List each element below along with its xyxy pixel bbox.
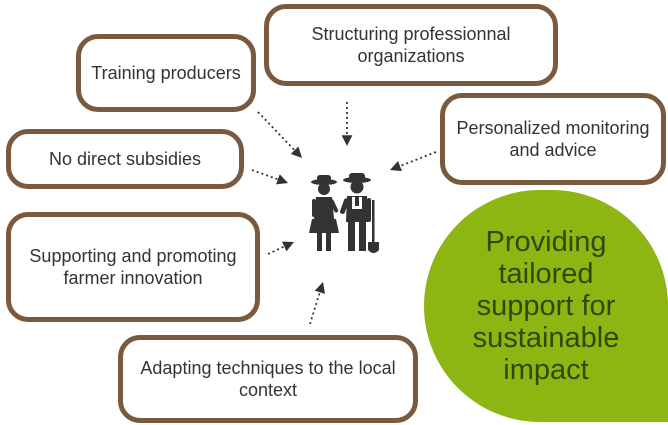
central-message-blob: Providing tailored support for sustainab… — [424, 190, 668, 422]
arrow-innovation — [267, 241, 295, 255]
arrow-training — [257, 111, 303, 159]
arrow-adapting — [309, 281, 325, 325]
personalized-monitoring-box: Personalized monitoring and advice — [440, 93, 666, 185]
training-producers-label: Training producers — [91, 63, 241, 83]
central-message-text: Providing tailored support for sustainab… — [472, 226, 620, 386]
no-direct-subsidies-box: No direct subsidies — [6, 129, 244, 189]
no-direct-subsidies-label: No direct subsidies — [48, 149, 202, 169]
structuring-organizations-box: Structuring professionnal organizations — [264, 4, 558, 86]
farmer-innovation-label: Supporting and promoting farmer innovati… — [29, 246, 237, 288]
personalized-monitoring-label: Personalized monitoring and advice — [456, 118, 650, 160]
adapting-techniques-label: Adapting techniques to the local context — [140, 358, 396, 400]
arrow-subsidies — [251, 169, 289, 185]
farmers-couple-icon — [309, 173, 379, 253]
arrow-monitoring — [389, 151, 437, 172]
adapting-techniques-box: Adapting techniques to the local context — [118, 335, 418, 423]
farmer-innovation-box: Supporting and promoting farmer innovati… — [6, 212, 260, 322]
training-producers-box: Training producers — [76, 34, 256, 112]
structuring-organizations-label: Structuring professionnal organizations — [311, 24, 511, 66]
